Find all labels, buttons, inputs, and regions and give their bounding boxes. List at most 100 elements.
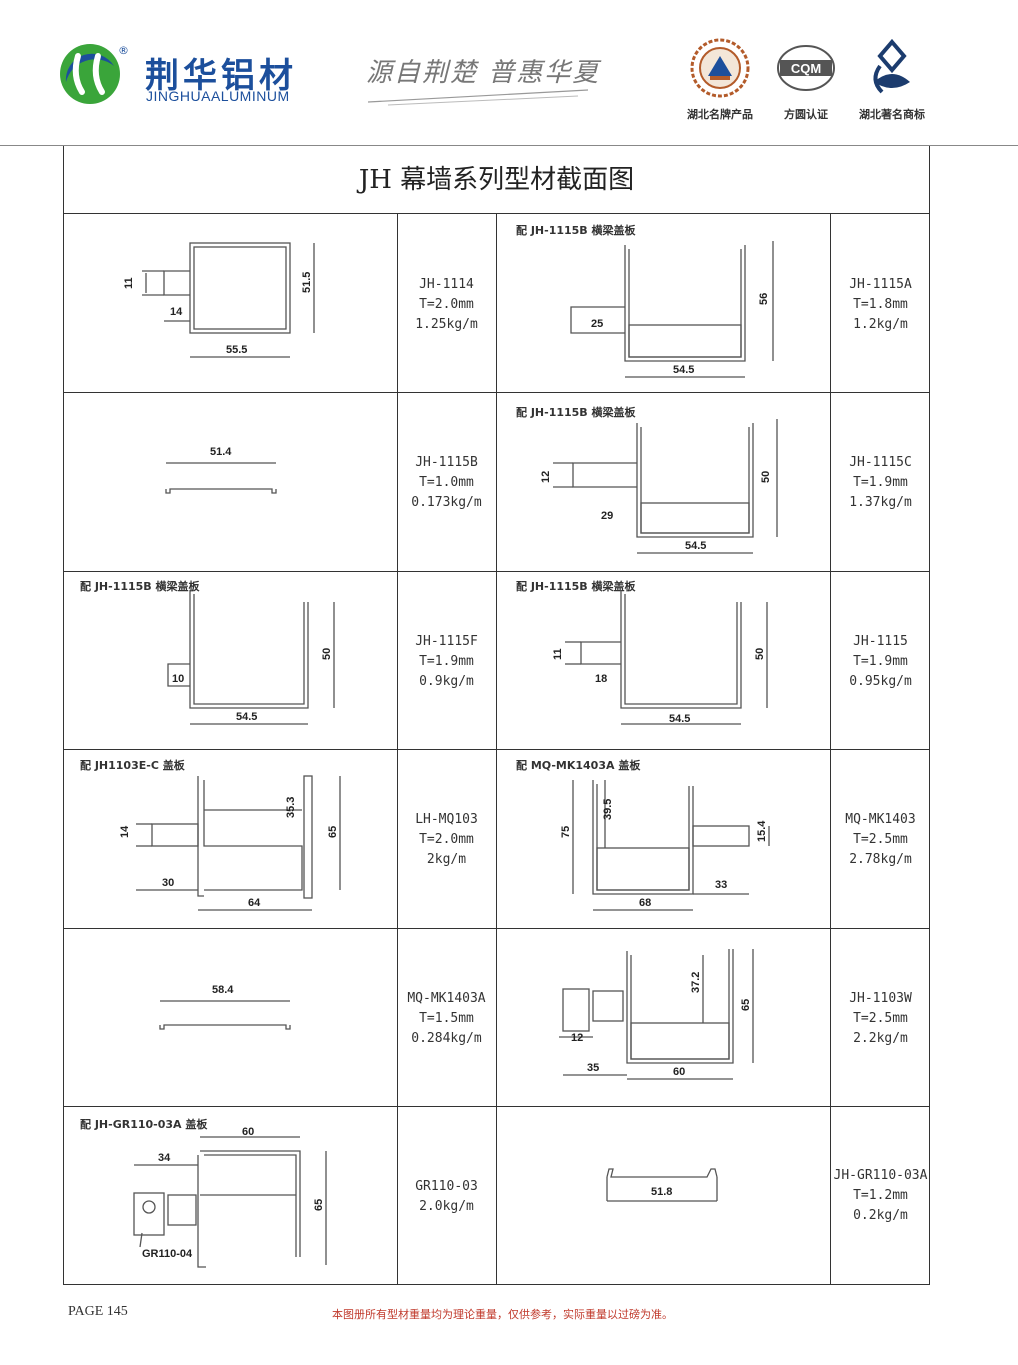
row-divider bbox=[63, 928, 930, 929]
dim-label: 60 bbox=[242, 1126, 254, 1138]
dim-label: 65 bbox=[327, 826, 339, 838]
dim-label: 12 bbox=[540, 471, 552, 483]
dim-label: 65 bbox=[740, 999, 752, 1011]
badge-cqm-certification: CQM 方圆认证 bbox=[766, 36, 846, 126]
cover-note: 配 JH-1115B 横梁盖板 bbox=[80, 580, 200, 593]
dim-label: 12 bbox=[571, 1032, 583, 1044]
dim-label: 11 bbox=[123, 277, 135, 289]
spec-model: JH-1115B bbox=[415, 455, 478, 470]
spec-jh1115a: JH-1115A T=1.8mm 1.2kg/m bbox=[831, 275, 930, 335]
cover-note: 配 JH-1115B 横梁盖板 bbox=[516, 224, 636, 237]
dim-label: 29 bbox=[601, 510, 613, 522]
dim-label: 68 bbox=[639, 897, 651, 909]
spec-thickness: T=2.0mm bbox=[419, 297, 474, 312]
profile-drawing-mq-mk1403: 75 39.5 15.4 33 68 bbox=[560, 780, 770, 911]
dim-label: 65 bbox=[313, 1199, 325, 1211]
page-header: ® 荆华铝材 JINGHUAALUMINUM 源自荆楚 普惠华夏 湖北名牌产品 … bbox=[0, 0, 1018, 146]
badge-hubei-famous-trademark: 湖北著名商标 bbox=[852, 36, 932, 126]
spec-mq-mk1403a: MQ-MK1403A T=1.5mm 0.284kg/m bbox=[397, 989, 496, 1049]
badge-hubei-famous-product: 湖北名牌产品 bbox=[680, 36, 760, 126]
spec-weight: 1.25kg/m bbox=[415, 317, 478, 332]
cover-note: 配 JH-1115B 横梁盖板 bbox=[516, 406, 636, 419]
cover-note: 配 MQ-MK1403A 盖板 bbox=[516, 759, 641, 772]
dim-label: GR110-04 bbox=[142, 1248, 193, 1260]
spec-lh-mq103: LH-MQ103 T=2.0mm 2kg/m bbox=[397, 810, 496, 870]
dim-label: 34 bbox=[158, 1152, 171, 1164]
registered-mark: ® bbox=[118, 44, 129, 57]
spec-weight: 0.284kg/m bbox=[411, 1031, 482, 1046]
spec-jh1115b: JH-1115B T=1.0mm 0.173kg/m bbox=[397, 453, 496, 513]
dim-label: 14 bbox=[119, 825, 131, 838]
spec-weight: 2.78kg/m bbox=[849, 852, 912, 867]
spec-mq-mk1403: MQ-MK1403 T=2.5mm 2.78kg/m bbox=[831, 810, 930, 870]
dim-label: 75 bbox=[560, 826, 572, 838]
dim-label: 54.5 bbox=[685, 540, 706, 552]
dim-label: 54.5 bbox=[673, 364, 694, 376]
spec-weight: 2.2kg/m bbox=[853, 1031, 908, 1046]
spec-weight: 0.173kg/m bbox=[411, 495, 482, 510]
badge-caption: 方圆认证 bbox=[784, 108, 828, 121]
spec-weight: 0.2kg/m bbox=[853, 1208, 908, 1223]
dim-label: 51.8 bbox=[651, 1186, 672, 1198]
dim-label: 10 bbox=[172, 673, 184, 685]
cover-note: 配 JH1103E-C 盖板 bbox=[80, 759, 185, 772]
spec-thickness: T=1.8mm bbox=[853, 297, 908, 312]
cqm-certification-icon: CQM bbox=[777, 45, 835, 91]
spec-model: MQ-MK1403 bbox=[845, 812, 916, 827]
spec-weight: 1.2kg/m bbox=[853, 317, 908, 332]
spec-model: JH-1115C bbox=[849, 455, 912, 470]
dim-label: 50 bbox=[321, 648, 333, 660]
dim-label: 30 bbox=[162, 877, 174, 889]
spec-thickness: T=1.9mm bbox=[853, 475, 908, 490]
profile-drawing-jh1115f: 50 10 54.5 bbox=[167, 590, 335, 725]
dim-label: 11 bbox=[552, 648, 564, 660]
spec-weight: 0.95kg/m bbox=[849, 674, 912, 689]
row-divider bbox=[63, 1106, 930, 1107]
spec-thickness: T=1.2mm bbox=[853, 1188, 908, 1203]
spec-weight: 1.37kg/m bbox=[849, 495, 912, 510]
spec-thickness: T=1.9mm bbox=[419, 654, 474, 669]
dim-label: 14 bbox=[170, 306, 183, 318]
spec-model: GR110-03 bbox=[415, 1179, 478, 1194]
spec-jh1114: JH-1114 T=2.0mm 1.25kg/m bbox=[397, 275, 496, 335]
page-number: PAGE 145 bbox=[68, 1304, 128, 1319]
profile-drawing-mq-mk1403a: 58.4 bbox=[159, 984, 291, 1030]
cover-note: 配 JH-1115B 横梁盖板 bbox=[516, 580, 636, 593]
dim-label: 25 bbox=[591, 318, 603, 330]
profile-drawing-jh1115c: 12 50 29 54.5 bbox=[540, 419, 778, 554]
dim-label: 35.3 bbox=[285, 797, 297, 818]
dim-label: 15.4 bbox=[756, 820, 768, 842]
spec-thickness: T=2.0mm bbox=[419, 832, 474, 847]
dim-label: 51.5 bbox=[301, 272, 313, 293]
dim-label: 56 bbox=[758, 293, 770, 305]
row-divider bbox=[63, 571, 930, 572]
dim-label: 37.2 bbox=[690, 972, 702, 993]
spec-weight: 2.0kg/m bbox=[419, 1199, 474, 1214]
spec-thickness: T=1.9mm bbox=[853, 654, 908, 669]
profile-drawing-jh-gr110-03a: 51.8 bbox=[606, 1168, 718, 1202]
spec-model: JH-1115F bbox=[415, 634, 478, 649]
spec-thickness: T=2.5mm bbox=[853, 1011, 908, 1026]
dim-label: 33 bbox=[715, 879, 727, 891]
slogan: 源自荆楚 普惠华夏 bbox=[366, 58, 601, 88]
dim-label: 58.4 bbox=[212, 984, 234, 996]
dim-label: 55.5 bbox=[226, 344, 247, 356]
spec-thickness: T=1.0mm bbox=[419, 475, 474, 490]
dim-label: 50 bbox=[754, 648, 766, 660]
spec-weight: 0.9kg/m bbox=[419, 674, 474, 689]
spec-model: JH-1115A bbox=[849, 277, 912, 292]
dim-label: 64 bbox=[248, 897, 261, 909]
spec-thickness: T=2.5mm bbox=[853, 832, 908, 847]
spec-gr110-03: GR110-03 2.0kg/m bbox=[397, 1177, 496, 1217]
header-divider bbox=[0, 145, 1018, 146]
spec-model: JH-1103W bbox=[849, 991, 912, 1006]
spec-model: MQ-MK1403A bbox=[407, 991, 486, 1006]
spec-jh1103w: JH-1103W T=2.5mm 2.2kg/m bbox=[831, 989, 930, 1049]
profile-drawing-gr110-03: 60 34 65 GR110-04 bbox=[133, 1126, 327, 1268]
profile-drawing-jh1114: 11 14 51.5 55.5 bbox=[123, 242, 315, 358]
row-divider bbox=[63, 749, 930, 750]
profile-drawing-jh1115: 11 50 18 54.5 bbox=[552, 590, 768, 725]
dim-label: 18 bbox=[595, 673, 607, 685]
cqm-text: CQM bbox=[791, 61, 821, 76]
badge-caption: 湖北著名商标 bbox=[859, 108, 925, 121]
